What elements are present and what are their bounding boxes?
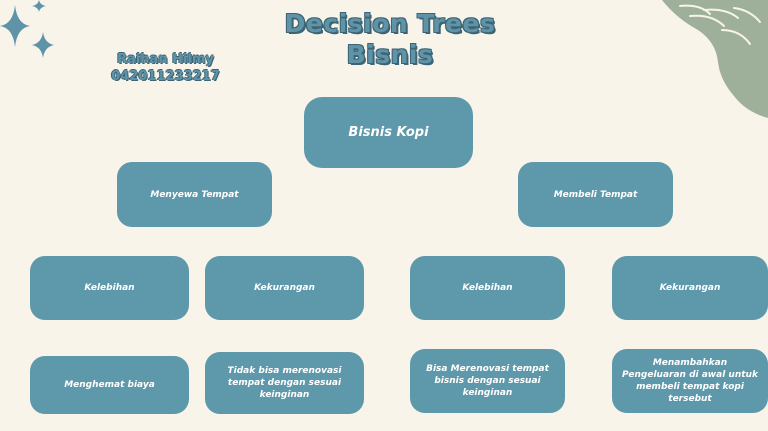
sparkle-icons [0,0,54,58]
title-line-1: Decision Trees [284,9,496,38]
rent-con-node: Kekurangan [205,256,364,320]
root-node: Bisnis Kopi [304,97,473,168]
buy-con-node: Kekurangan [612,256,768,320]
rent-pro-detail: Menghemat biaya [30,356,189,414]
buy-con-detail: Menambahkan Pengeluaran di awal untuk me… [612,349,768,413]
rent-pro-node: Kelebihan [30,256,189,320]
page-title: Decision Trees Bisnis [250,8,530,70]
buy-pro-detail: Bisa Merenovasi tempat bisnis dengan ses… [410,349,565,413]
rent-con-detail: Tidak bisa merenovasi tempat dengan sesu… [205,352,364,414]
title-line-2: Bisnis [346,40,434,69]
sparkle-top-icon [32,0,46,12]
author-block: Raihan Hilmy 042011233217 [98,51,233,85]
author-name: Raihan Hilmy [117,52,214,67]
branch-node-rent: Menyewa Tempat [117,162,272,227]
sparkle-large-icon [0,5,30,47]
decorative-blob [662,0,768,118]
author-id: 042011233217 [111,69,220,84]
branch-node-buy: Membeli Tempat [518,162,673,227]
sparkle-small-icon [32,32,54,58]
buy-pro-node: Kelebihan [410,256,565,320]
